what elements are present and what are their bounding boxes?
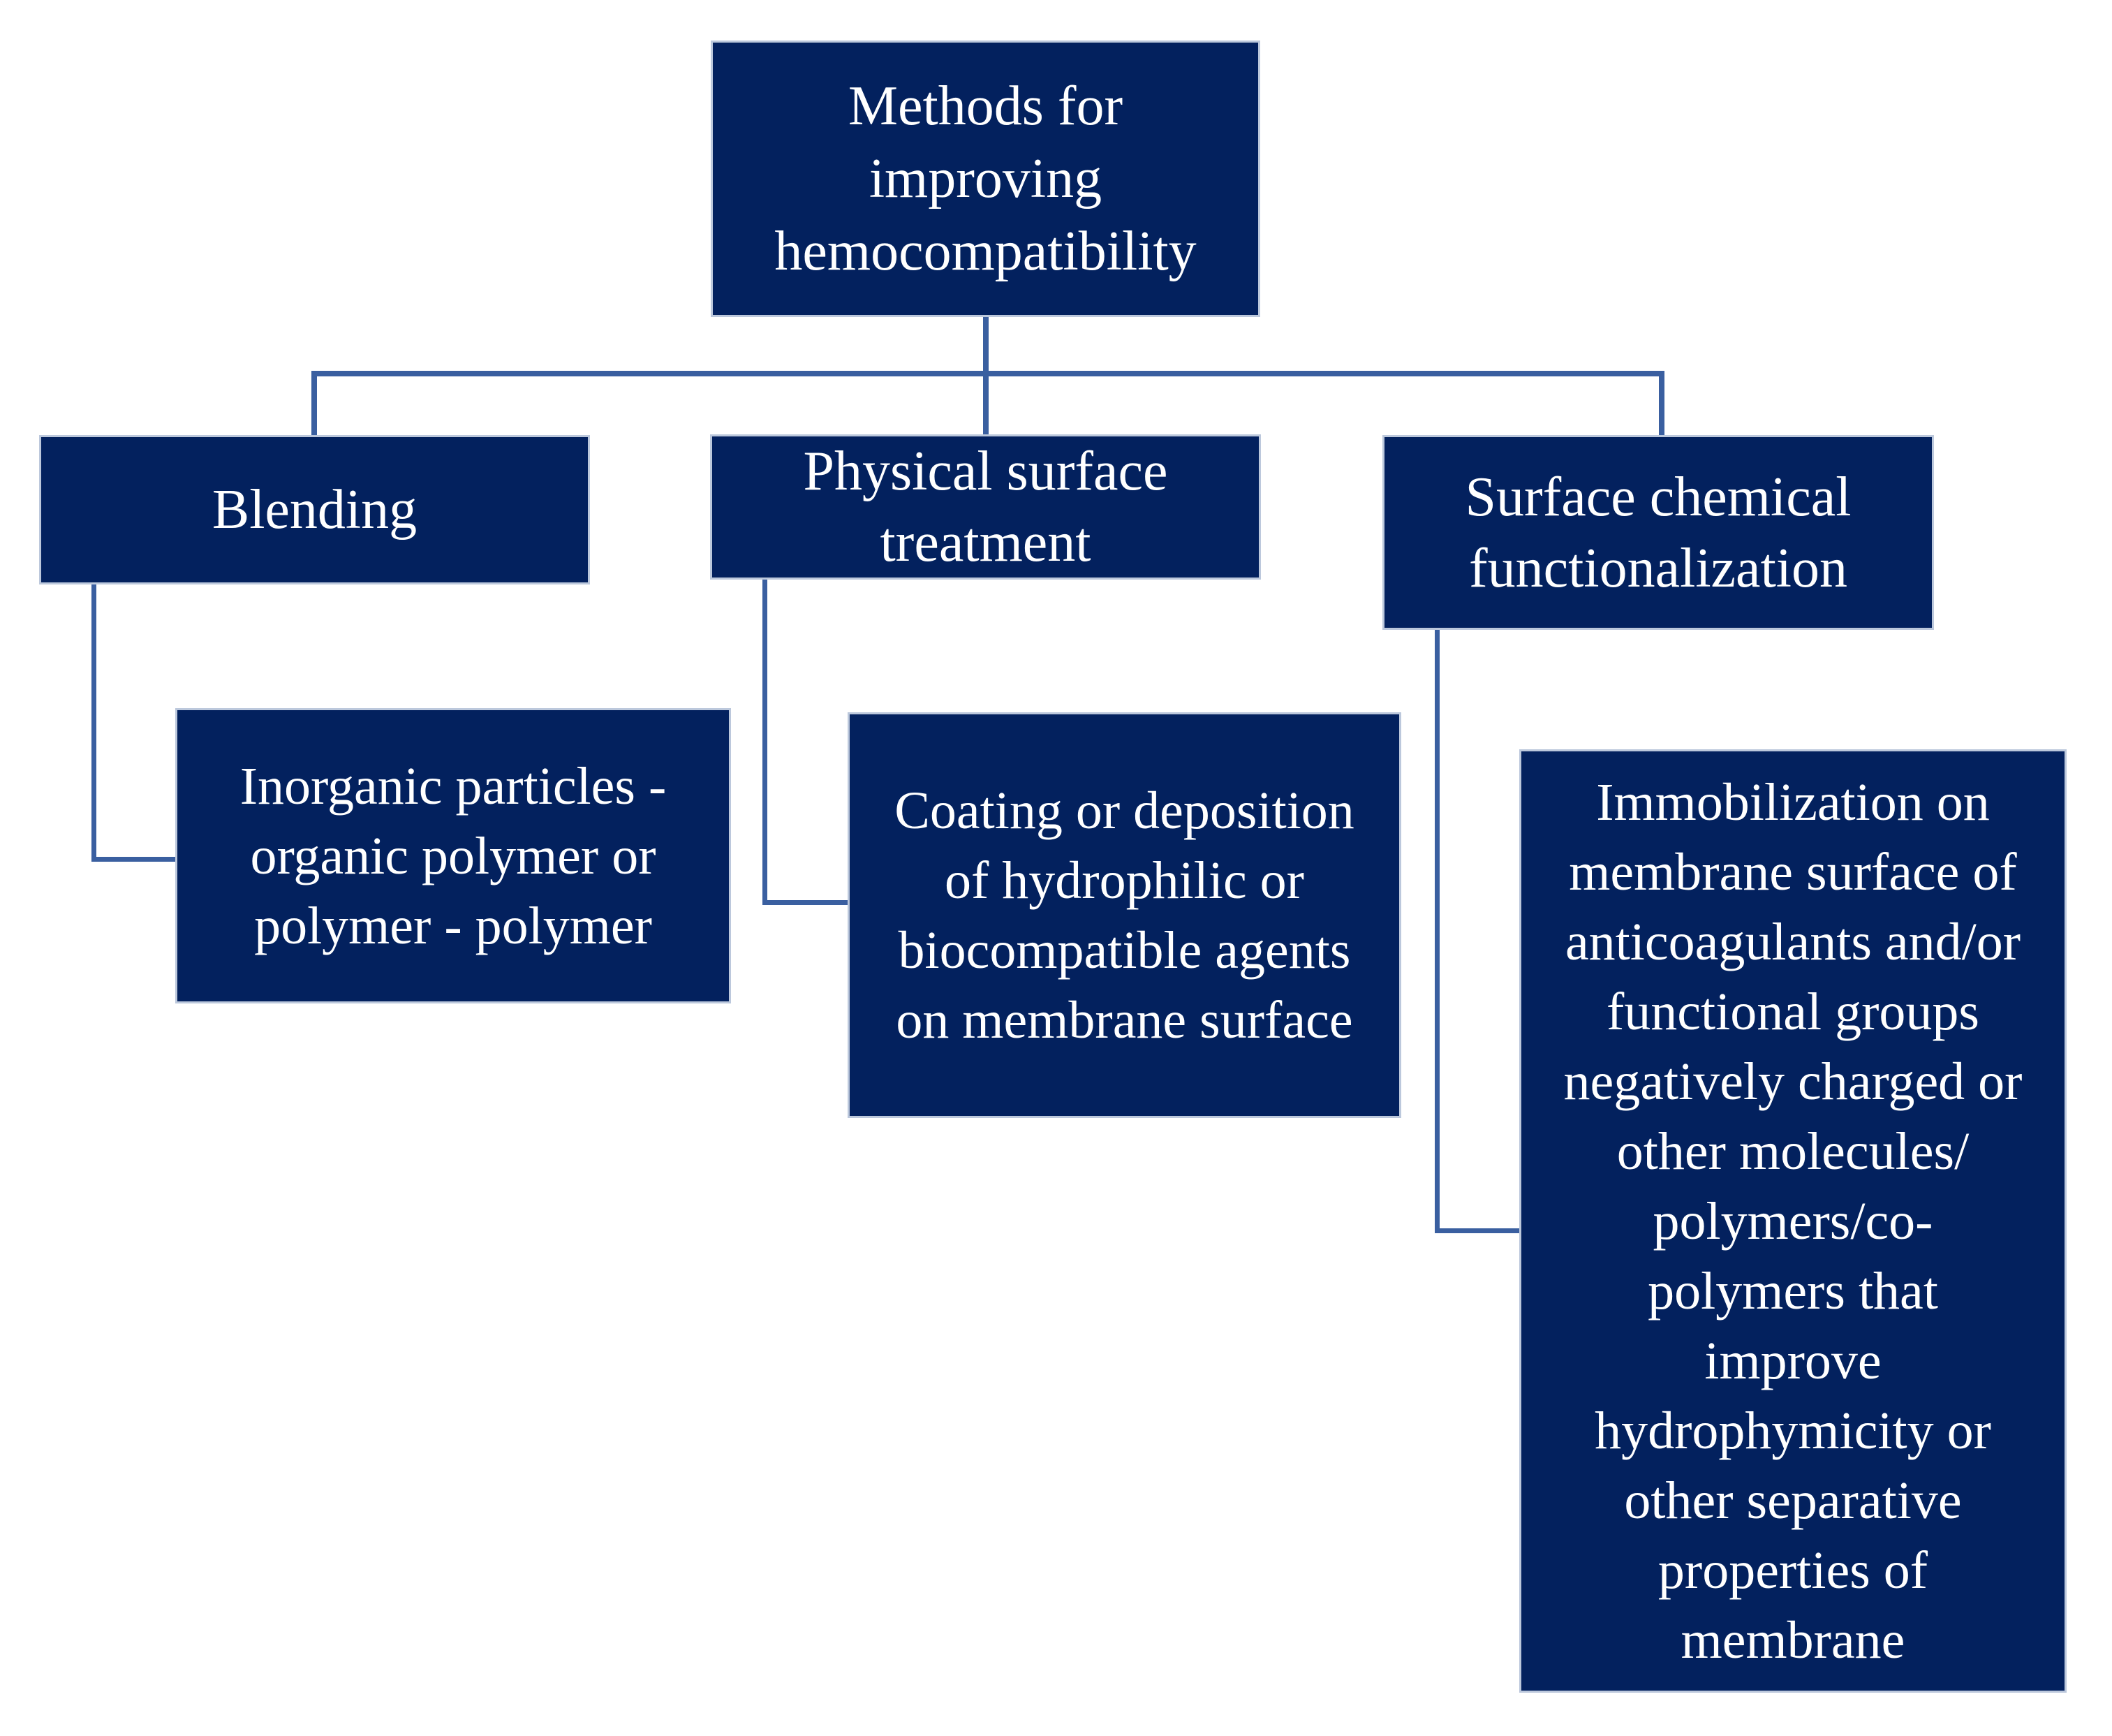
connector-drop-physical: [983, 371, 989, 437]
node-coating-or-deposition: Coating or deposition of hydrophilic or …: [848, 712, 1401, 1118]
connector-root-stub: [983, 314, 989, 376]
node-blending: Blending: [39, 435, 590, 584]
connector-elbow3-vertical: [1435, 627, 1440, 1233]
connector-elbow2-vertical: [762, 577, 767, 905]
node-label: Blending: [212, 479, 418, 540]
node-physical-surface-treatment: Physical surface treatment: [710, 434, 1261, 580]
node-inorganic-particles: Inorganic particles - organic polymer or…: [175, 708, 731, 1003]
node-surface-chemical-functionalization: Surface chemical functionalization: [1382, 435, 1934, 630]
connector-elbow3-horizontal: [1435, 1228, 1523, 1233]
node-label: Immobilization on membrane surface of an…: [1563, 772, 2023, 1670]
connector-drop-blending: [311, 371, 317, 437]
node-immobilization: Immobilization on membrane surface of an…: [1519, 749, 2067, 1693]
node-label: Surface chemical functionalization: [1465, 466, 1852, 599]
connector-drop-surface-chemical: [1659, 371, 1664, 437]
node-label: Methods for improving hemocompatibility: [774, 75, 1197, 282]
node-label: Coating or deposition of hydrophilic or …: [894, 781, 1354, 1050]
node-label: Physical surface treatment: [803, 441, 1168, 573]
node-methods-for-improving-hemocompatibility: Methods for improving hemocompatibility: [711, 41, 1260, 317]
connector-elbow1-vertical: [91, 582, 96, 862]
connector-elbow2-horizontal: [762, 900, 850, 905]
node-label: Inorganic particles - organic polymer or…: [239, 756, 667, 955]
connector-elbow1-horizontal: [91, 857, 178, 862]
